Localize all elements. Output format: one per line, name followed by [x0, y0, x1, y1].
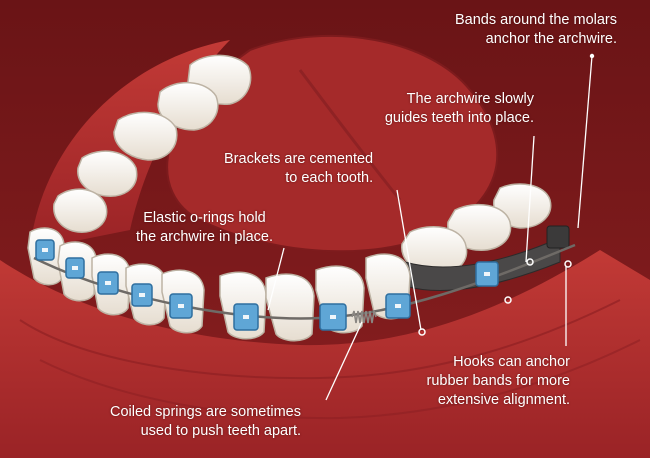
annotation-hooks-line-3: extensive alignment. — [437, 392, 570, 408]
leader-brackets — [396, 189, 422, 331]
annotation-springs-line-1: Coiled springs are sometimes — [110, 404, 301, 420]
tongue-groove — [298, 69, 402, 201]
annotation-hooks-line-1: Hooks can anchor — [453, 354, 570, 370]
band-buccal-tube — [546, 225, 570, 249]
annotation-bands-line-2: anchor the archwire. — [485, 31, 617, 47]
annotation-hooks: Hooks can anchor rubber bands for more e… — [427, 353, 570, 410]
lower-gum — [0, 250, 650, 458]
annotation-bands-line-1: Bands around the molars — [454, 12, 617, 28]
annotation-orings: Elastic o-rings hold the archwire in pla… — [136, 209, 273, 247]
annotation-springs-line-2: used to push teeth apart. — [140, 423, 301, 439]
leader-bands — [577, 55, 593, 229]
coil-spring — [351, 310, 377, 324]
right-molars — [401, 183, 552, 275]
annotation-bands: Bands around the molars anchor the archw… — [455, 11, 617, 49]
leader-orings — [267, 247, 285, 311]
bracket-slots — [42, 248, 490, 319]
hooks — [418, 258, 572, 336]
left-molars — [53, 54, 252, 233]
annotation-archwire: The archwire slowly guides teeth into pl… — [385, 90, 534, 128]
leader-lines — [267, 53, 595, 401]
annotation-orings-line-2: the archwire in place. — [136, 229, 274, 245]
annotation-brackets: Brackets are cemented to each tooth. — [224, 150, 373, 188]
leader-archwire — [525, 135, 535, 263]
annotation-orings-line-1: Elastic o-rings hold — [143, 210, 266, 226]
gum-ridges — [19, 299, 621, 380]
annotation-brackets-line-2: to each tooth. — [285, 170, 374, 186]
gum-ridges-2 — [39, 339, 641, 420]
annotation-archwire-line-2: guides teeth into place. — [384, 110, 534, 126]
annotation-springs: Coiled springs are sometimes used to pus… — [110, 403, 301, 441]
annotation-hooks-line-2: rubber bands for more — [426, 373, 570, 389]
annotation-archwire-line-1: The archwire slowly — [406, 91, 534, 107]
leader-springs — [325, 321, 363, 401]
annotation-brackets-line-1: Brackets are cemented — [224, 151, 374, 167]
